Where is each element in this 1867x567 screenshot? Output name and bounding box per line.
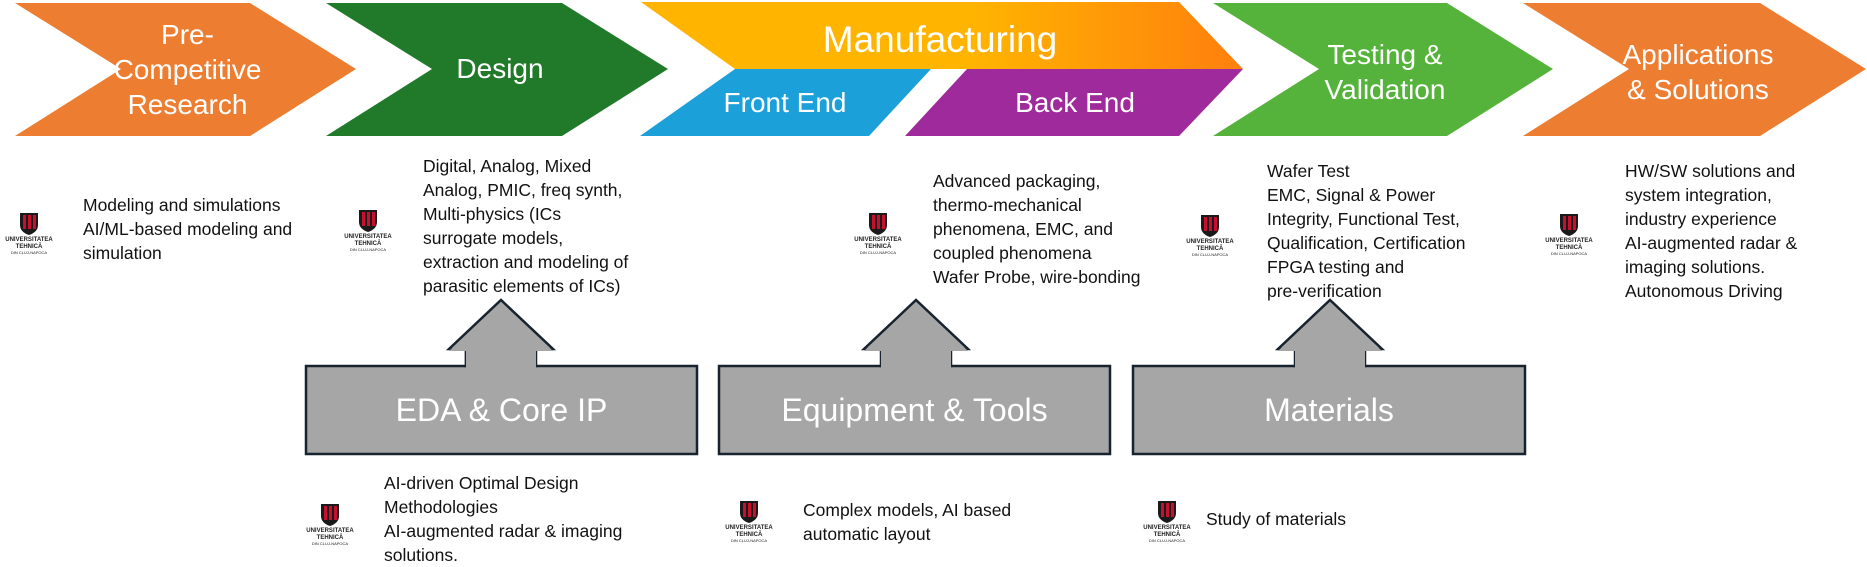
logo-text: TEHNICĂ [1153,532,1181,538]
chevron-applications [1523,3,1866,136]
chevron-front-end [640,69,931,136]
stage-label-front-end: Front End [723,86,847,118]
university-crest-icon [740,501,758,523]
enabler-label-eda: EDA & Core IP [395,392,608,428]
logo-text: TEHNICĂ [864,244,892,250]
testing-description: Wafer Test EMC, Signal & Power Integrity… [1267,161,1466,301]
university-crest-icon [359,210,377,232]
logo-text: DIN CLUJ-NAPOCA [311,541,349,546]
stage-label-manufacturing: Manufacturing [822,18,1058,60]
chevron-design [326,3,668,136]
applications-description: HW/SW solutions and system integration, … [1625,161,1798,301]
chevron-testing [1213,3,1553,136]
logo-text: DIN CLUJ-NAPOCA [1550,251,1588,256]
eda-description: AI-driven Optimal Design Methodologies A… [384,473,623,565]
university-crest-icon [1201,215,1219,237]
logo-text: UNIVERSITATEA [344,234,392,240]
research-description: Modeling and simulations AI/ML-based mod… [83,195,293,263]
logo-text: DIN CLUJ-NAPOCA [349,247,387,252]
university-crest-icon [1560,214,1578,236]
enabler-eda-shape [304,298,699,456]
chevron-back-end [905,69,1243,136]
design-description: Digital, Analog, Mixed Analog, PMIC, fre… [423,156,629,296]
logo-text: UNIVERSITATEA [1545,238,1593,244]
logo-text: TEHNICĂ [15,244,43,250]
logo-text: TEHNICĂ [316,535,344,541]
enabler-label-materials: Materials [1264,392,1394,428]
logo-text: UNIVERSITATEA [1143,525,1191,531]
manufacturing-description: Advanced packaging, thermo-mechanical ph… [933,171,1141,287]
stage-label-research: Pre- Competitive Research [113,18,262,120]
logo-text: TEHNICĂ [354,241,382,247]
logo-text: TEHNICĂ [735,532,763,538]
materials-description: Study of materials [1206,509,1347,529]
stage-label-testing: Testing & Validation [1324,39,1446,105]
logo-text: UNIVERSITATEA [1186,239,1234,245]
logo-text: DIN CLUJ-NAPOCA [1191,252,1229,257]
university-crest-icon [1158,501,1176,523]
university-crest-icon [321,504,339,526]
logo-text: DIN CLUJ-NAPOCA [10,250,48,255]
university-crest-icon [20,213,38,235]
logo-text: UNIVERSITATEA [725,525,773,531]
logo-text: UNIVERSITATEA [5,237,53,243]
logo-text: UNIVERSITATEA [854,237,902,243]
stage-label-back-end: Back End [1015,86,1135,118]
chevron-manufacturing [641,2,1243,69]
equipment-description: Complex models, AI based automatic layou… [803,500,1012,544]
logo-text: TEHNICĂ [1555,245,1583,251]
enabler-equipment-shape [717,298,1112,456]
enabler-label-equipment: Equipment & Tools [781,392,1048,428]
university-crest-icon [869,213,887,235]
chevron-research [15,3,356,136]
logo-text: DIN CLUJ-NAPOCA [859,250,897,255]
logo-text: DIN CLUJ-NAPOCA [730,538,768,543]
logo-text: DIN CLUJ-NAPOCA [1148,538,1186,543]
logo-text: TEHNICĂ [1196,246,1224,252]
enabler-materials-shape [1131,298,1527,456]
stage-label-applications: Applications & Solutions [1622,39,1774,105]
logo-text: UNIVERSITATEA [306,528,354,534]
stage-label-design: Design [456,52,544,84]
